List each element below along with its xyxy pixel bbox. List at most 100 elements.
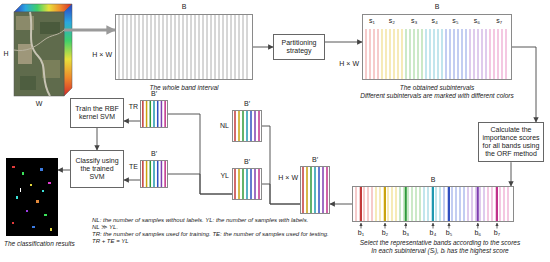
band-line — [448, 187, 450, 221]
band-line — [397, 29, 398, 79]
band-line — [499, 187, 500, 221]
band-line — [447, 187, 448, 221]
band-line — [164, 101, 166, 127]
band-line — [455, 187, 456, 221]
band-line — [243, 15, 244, 79]
band-line — [437, 29, 438, 79]
dimension-label: s₂ — [389, 17, 395, 25]
band-stripes — [233, 111, 261, 141]
flow-arrow — [97, 128, 98, 150]
band-line — [151, 15, 152, 79]
band-line — [495, 187, 496, 221]
bracket-line — [168, 114, 232, 194]
caption: Select the representative bands accordin… — [360, 239, 520, 247]
band-line — [310, 167, 312, 213]
dimension-label: b₅ — [446, 229, 453, 237]
process-box: Partitioning strategy — [273, 34, 325, 60]
band-line — [146, 161, 148, 187]
band-line — [383, 187, 384, 221]
band-line — [377, 29, 378, 79]
band-line — [159, 15, 160, 79]
band-matrix: BH × Ws₁s₂s₃s₄s₅s₆s₇The obtained subinte… — [362, 14, 512, 80]
band-line — [375, 187, 376, 221]
band-line — [157, 161, 159, 187]
caption: The obtained subintervals — [400, 84, 474, 92]
dimension-label: B′ — [151, 90, 157, 98]
band-line — [258, 111, 260, 141]
pointer-arrow — [405, 223, 406, 229]
band-line — [445, 29, 446, 79]
band-line — [389, 29, 390, 79]
band-line — [365, 29, 366, 79]
band-line — [481, 29, 482, 79]
flow-arrow — [511, 162, 512, 186]
dimension-label: B — [431, 176, 436, 184]
band-line — [139, 15, 140, 79]
band-stripes — [116, 15, 252, 79]
band-line — [195, 15, 196, 79]
band-line — [449, 29, 450, 79]
band-line — [441, 29, 442, 79]
note-text: TR: the number of samples used for train… — [92, 231, 348, 238]
box-text: Train the RBF kernel SVM — [74, 105, 120, 121]
dimension-label: TE — [129, 163, 138, 171]
dimension-label: b₂ — [382, 229, 389, 237]
band-line — [465, 29, 466, 79]
band-line — [384, 187, 386, 221]
band-line — [246, 169, 248, 199]
band-line — [473, 29, 474, 79]
band-line — [433, 29, 434, 79]
band-line — [421, 29, 422, 79]
band-line — [425, 29, 426, 79]
dimension-label: s₇ — [496, 17, 502, 25]
band-line — [360, 187, 362, 221]
dimension-label: H — [3, 50, 8, 58]
band-stripes — [141, 161, 167, 187]
caption: The classification results — [4, 240, 75, 248]
band-line — [457, 29, 458, 79]
band-line — [207, 15, 208, 79]
band-line — [150, 161, 152, 187]
band-line — [405, 29, 406, 79]
band-line — [393, 29, 394, 79]
band-line — [475, 187, 476, 221]
band-line — [415, 187, 416, 221]
band-line — [234, 111, 236, 141]
band-matrix: B′NL — [232, 110, 262, 142]
band-line — [483, 187, 484, 221]
box-text: Classify using the trained SVM — [74, 157, 120, 181]
caption: Different subintervals are marked with d… — [360, 92, 514, 100]
band-line — [147, 15, 148, 79]
band-line — [211, 15, 212, 79]
band-line — [306, 167, 308, 213]
dimension-label: NL — [220, 122, 229, 130]
band-line — [493, 29, 494, 79]
dimension-label: b₁ — [358, 229, 364, 237]
band-line — [250, 169, 252, 199]
note-text: NL: the number of samples without labels… — [92, 217, 348, 224]
band-line — [417, 29, 418, 79]
band-line — [381, 29, 382, 79]
flow-arrow — [325, 42, 362, 43]
band-line — [413, 29, 414, 79]
pointer-arrow — [477, 223, 478, 229]
band-line — [326, 167, 328, 213]
band-line — [242, 111, 244, 141]
band-stripes — [141, 101, 167, 127]
band-line — [199, 15, 200, 79]
band-line — [223, 15, 224, 79]
band-line — [487, 187, 488, 221]
band-line — [155, 15, 156, 79]
flow-arrow — [58, 170, 70, 171]
band-line — [453, 29, 454, 79]
band-line — [501, 29, 502, 79]
band-line — [423, 187, 424, 221]
band-line — [179, 15, 180, 79]
band-line — [459, 187, 460, 221]
band-line — [175, 15, 176, 79]
band-line — [401, 29, 402, 79]
caption: The whole band interval — [149, 84, 218, 92]
flow-arrow — [512, 47, 536, 122]
classification-map: The classification results — [6, 158, 58, 236]
band-line — [491, 187, 492, 221]
